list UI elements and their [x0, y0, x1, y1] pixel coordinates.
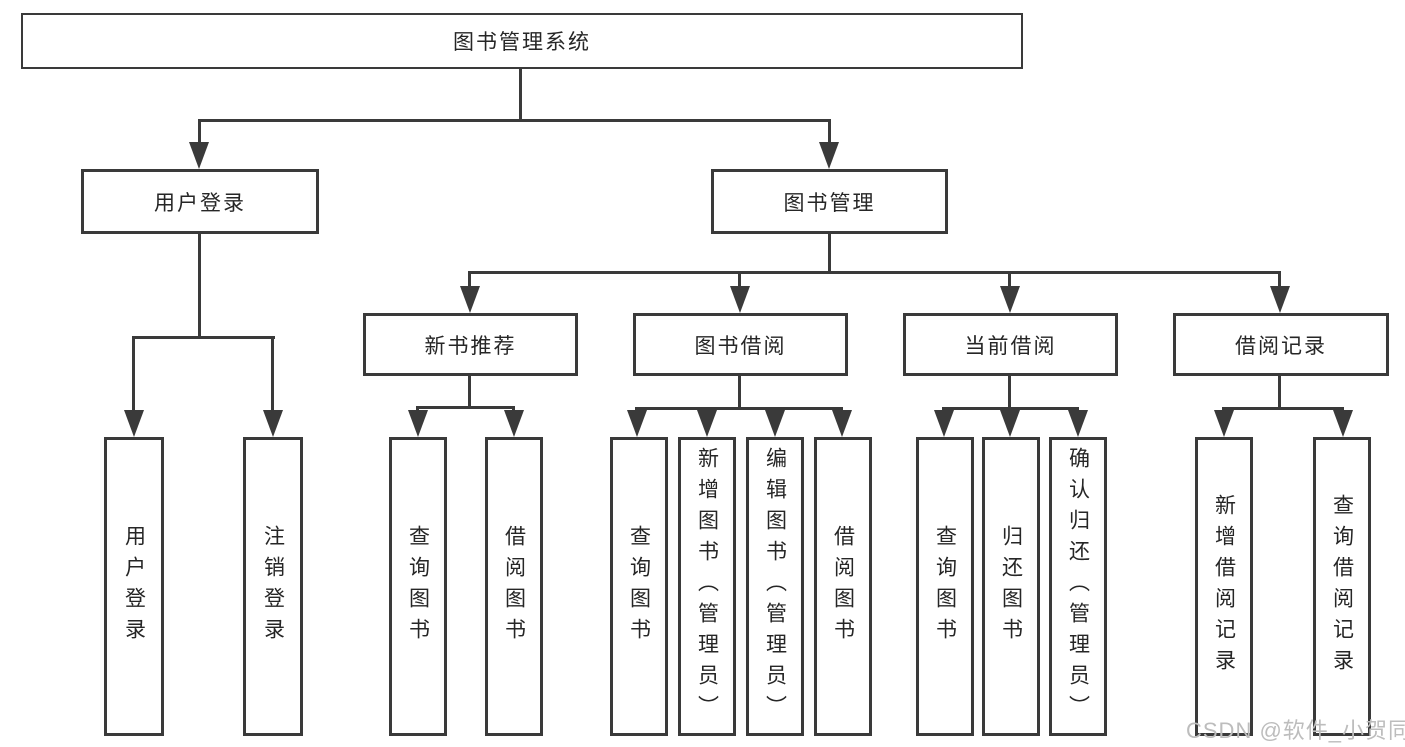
leaf-current-query-books: 查询图书 — [916, 437, 974, 736]
connector-stub-records — [1278, 271, 1281, 288]
arrowhead-down-icon — [1270, 286, 1290, 313]
leaf-borrowing-query-books: 查询图书 — [610, 437, 668, 736]
connector-current-rail — [943, 407, 1079, 410]
connector-borrowing-drop — [738, 376, 741, 407]
leaf-records-add-record: 新增借阅记录 — [1195, 437, 1253, 736]
leaf-borrowing-add-books-admin: 新增图书（管理员） — [678, 437, 736, 736]
leaf-label: 确认归还（管理员） — [1066, 447, 1090, 726]
arrowhead-down-icon — [1214, 410, 1234, 437]
leaf-label: 查询借阅记录 — [1330, 493, 1354, 680]
leaf-records-query-record: 查询借阅记录 — [1313, 437, 1371, 736]
connector-stub-current — [1008, 271, 1011, 288]
arrowhead-down-icon — [124, 410, 144, 437]
connector-stub-rec-add — [1222, 407, 1225, 412]
connector-stub-bw-edit — [773, 407, 776, 412]
leaf-label: 注销登录 — [261, 524, 285, 649]
connector-stub-bw-query — [635, 407, 638, 412]
node-current-borrowing: 当前借阅 — [903, 313, 1118, 376]
connector-stub-book-mgmt — [828, 119, 831, 144]
leaf-new-books-query-books: 查询图书 — [389, 437, 447, 736]
arrowhead-down-icon — [832, 410, 852, 437]
leaf-label: 新增借阅记录 — [1212, 493, 1236, 680]
arrowhead-down-icon — [1333, 410, 1353, 437]
connector-stub-new-books — [468, 271, 471, 288]
leaf-borrowing-edit-books-admin: 编辑图书（管理员） — [746, 437, 804, 736]
connector-stub-user-login — [198, 119, 201, 144]
node-book-management: 图书管理 — [711, 169, 948, 234]
arrowhead-down-icon — [263, 410, 283, 437]
leaf-label: 查询图书 — [627, 524, 651, 649]
node-label: 图书借阅 — [694, 334, 787, 358]
connector-user-login-drop — [198, 234, 201, 336]
node-label: 用户登录 — [154, 191, 246, 215]
connector-book-mgmt-rail — [469, 271, 1281, 274]
connector-records-drop — [1278, 376, 1281, 407]
connector-user-login-rail — [133, 336, 275, 339]
node-library-management-system: 图书管理系统 — [21, 13, 1023, 69]
node-label: 图书管理系统 — [453, 31, 591, 54]
connector-root-rail — [198, 119, 831, 122]
connector-root-drop — [519, 69, 522, 120]
node-label: 当前借阅 — [964, 334, 1057, 358]
node-borrowing-records: 借阅记录 — [1173, 313, 1389, 376]
connector-new-books-rail — [417, 406, 515, 409]
leaf-label: 查询图书 — [933, 524, 957, 649]
connector-stub-nb-query — [416, 406, 419, 412]
arrowhead-down-icon — [408, 410, 428, 437]
arrowhead-down-icon — [1000, 286, 1020, 313]
leaf-logout: 注销登录 — [243, 437, 303, 736]
connector-stub-cu-confirm — [1076, 407, 1079, 412]
arrowhead-down-icon — [730, 286, 750, 313]
leaf-label: 借阅图书 — [502, 524, 526, 649]
arrowhead-down-icon — [1068, 410, 1088, 437]
node-user-login: 用户登录 — [81, 169, 319, 234]
node-label: 新书推荐 — [424, 334, 517, 358]
connector-book-mgmt-drop — [828, 234, 831, 272]
connector-records-rail — [1223, 407, 1344, 410]
csdn-watermark: CSDN @软件_小贺同学 — [1186, 718, 1405, 743]
connector-stub-logout — [271, 336, 274, 411]
node-label: 借阅记录 — [1235, 334, 1327, 358]
leaf-label: 用户登录 — [122, 524, 146, 649]
arrowhead-down-icon — [934, 410, 954, 437]
leaf-borrowing-borrow-books: 借阅图书 — [814, 437, 872, 736]
leaf-new-books-borrow-books: 借阅图书 — [485, 437, 543, 736]
connector-stub-cu-return — [1008, 407, 1011, 412]
leaf-current-confirm-return-admin: 确认归还（管理员） — [1049, 437, 1107, 736]
leaf-label: 查询图书 — [406, 524, 430, 649]
arrowhead-down-icon — [189, 142, 209, 169]
connector-stub-cu-query — [942, 407, 945, 412]
arrowhead-down-icon — [460, 286, 480, 313]
connector-stub-bw-borrow — [840, 407, 843, 412]
arrowhead-down-icon — [1000, 410, 1020, 437]
connector-stub-login — [132, 336, 135, 411]
leaf-label: 归还图书 — [999, 524, 1023, 649]
connector-borrowing-rail — [636, 407, 843, 410]
arrowhead-down-icon — [765, 410, 785, 437]
connector-stub-nb-borrow — [512, 406, 515, 412]
arrowhead-down-icon — [627, 410, 647, 437]
leaf-label: 新增图书（管理员） — [695, 447, 719, 726]
connector-current-drop — [1008, 376, 1011, 407]
node-label: 图书管理 — [783, 191, 876, 215]
connector-stub-borrowing — [738, 271, 741, 288]
node-book-borrowing: 图书借阅 — [633, 313, 848, 376]
arrowhead-down-icon — [819, 142, 839, 169]
connector-stub-rec-query — [1341, 407, 1344, 412]
arrowhead-down-icon — [697, 410, 717, 437]
arrowhead-down-icon — [504, 410, 524, 437]
leaf-user-login: 用户登录 — [104, 437, 164, 736]
leaf-current-return-books: 归还图书 — [982, 437, 1040, 736]
leaf-label: 借阅图书 — [831, 524, 855, 649]
connector-new-books-drop — [468, 376, 471, 406]
leaf-label: 编辑图书（管理员） — [763, 447, 787, 726]
node-new-book-recommendation: 新书推荐 — [363, 313, 578, 376]
connector-stub-bw-add — [705, 407, 708, 412]
